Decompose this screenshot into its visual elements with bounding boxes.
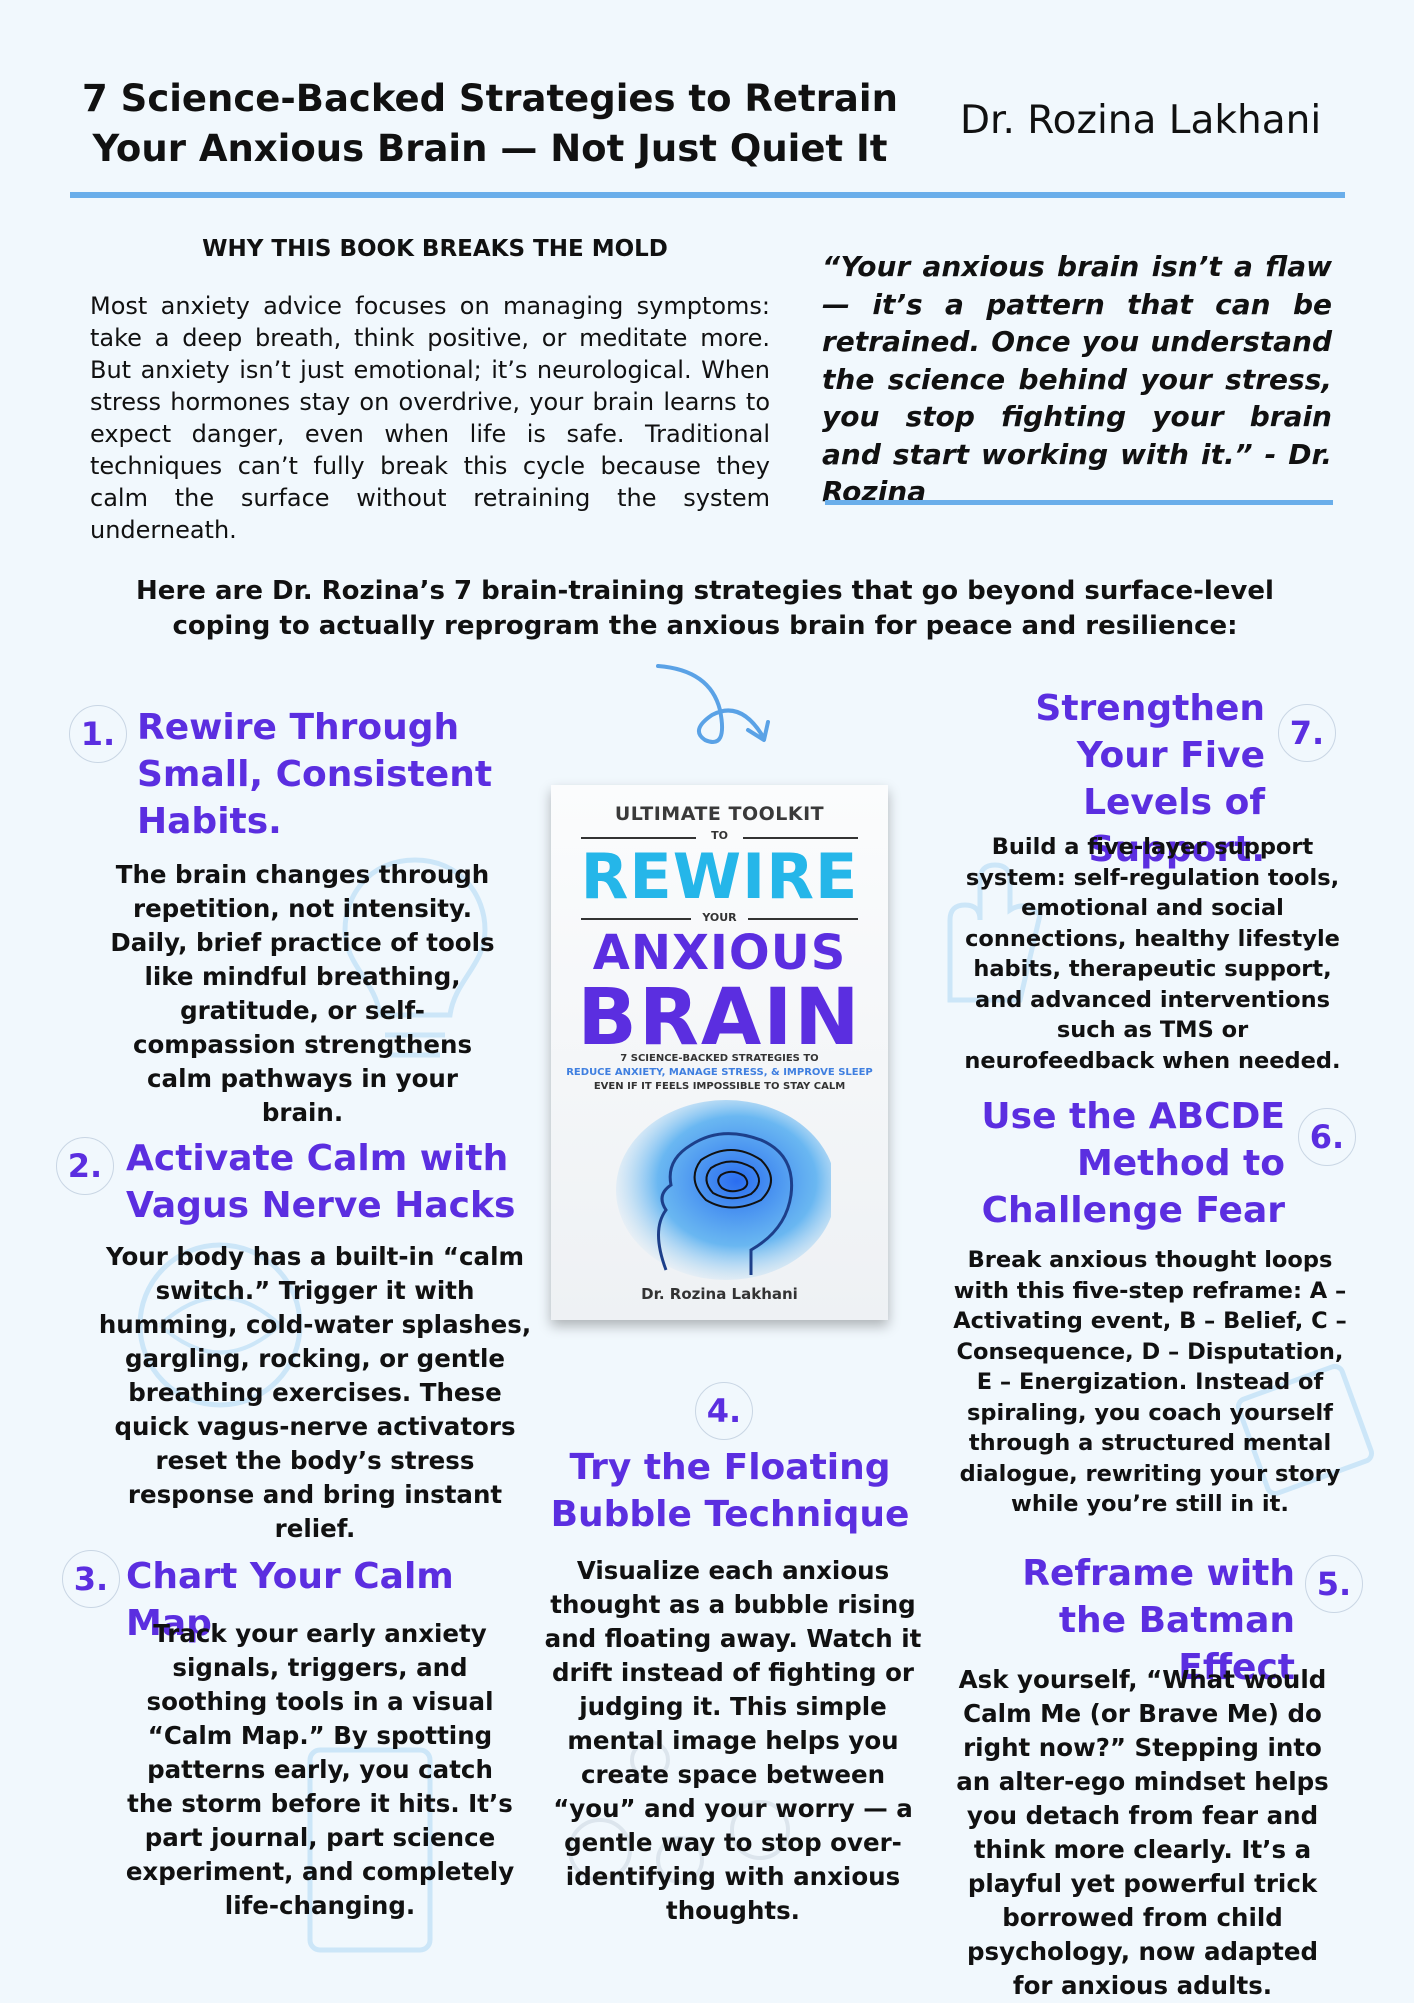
strategy-body-4: Visualize each anxious thought as a bubb… — [544, 1556, 922, 1925]
strategy-body-1: The brain changes through repetition, no… — [110, 860, 495, 1127]
strategy-body-2: Your body has a built-in “calm switch.” … — [98, 1242, 532, 1543]
strategy-number-5: 5. — [1305, 1555, 1363, 1613]
strategy-title-4: Try the Floating Bubble Technique — [550, 1447, 910, 1535]
strategy-body-7: Build a five-layer support system: self-… — [964, 834, 1341, 1074]
hand-icon — [947, 862, 1043, 1003]
header-divider — [70, 192, 1345, 198]
strategy-title-2: Activate Calm with Vagus Nerve Hacks — [126, 1138, 516, 1226]
strategy-title-1: Rewire Through Small, Consistent Habits. — [137, 707, 493, 842]
quote-divider — [825, 500, 1333, 505]
strategy-number-2: 2. — [56, 1137, 114, 1195]
brain-head-illustration — [616, 1100, 831, 1280]
book-cover: ULTIMATE TOOLKIT TO REWIRE YOUR ANXIOUS … — [551, 785, 888, 1320]
book-rule — [743, 837, 858, 839]
strategy-title-7: Strengthen Your Five Levels of Support. — [1035, 688, 1265, 870]
intro-text: Here are Dr. Rozina’s 7 brain-training s… — [136, 576, 1274, 641]
book-rule — [748, 918, 858, 920]
strategy-number-4: 4. — [695, 1382, 753, 1440]
book-anxious-label: ANXIOUS — [592, 925, 847, 981]
book-rewire-label: REWIRE — [580, 840, 859, 913]
book-stack-icon — [1235, 1363, 1375, 1497]
strategy-title-5: Reframe with the Batman Effect — [1022, 1553, 1295, 1688]
book-rule — [581, 837, 696, 839]
clipboard-icon — [307, 1747, 433, 1953]
pull-quote: “Your anxious brain isn’t a flaw — it’s … — [822, 250, 1332, 508]
book-subtitle-3: EVEN IF IT FEELS IMPOSSIBLE TO STAY CALM — [593, 1081, 846, 1092]
why-body: Most anxiety advice focuses on managing … — [90, 292, 770, 544]
strategy-body-3: Track your early anxiety signals, trigge… — [125, 1619, 515, 1920]
book-rule — [581, 918, 691, 920]
book-your-label: YOUR — [702, 911, 737, 924]
strategy-number-1: 1. — [69, 705, 127, 763]
strategy-title-6: Use the ABCDE Method to Challenge Fear — [981, 1096, 1285, 1231]
vagus-nerve-icon — [137, 1242, 303, 1408]
strategy-number-3: 3. — [62, 1550, 120, 1608]
why-heading: WHY THIS BOOK BREAKS THE MOLD — [202, 236, 668, 262]
strategy-body-5: Ask yourself, “What would Calm Me (or Br… — [956, 1665, 1329, 2000]
page-title: 7 Science-Backed Strategies to Retrain Y… — [82, 77, 898, 170]
strategy-title-3: Chart Your Calm Map — [126, 1556, 454, 1644]
lightbulb-icon — [342, 857, 488, 1058]
curved-arrow-icon — [656, 664, 770, 744]
author-name: Dr. Rozina Lakhani — [960, 98, 1322, 143]
book-subtitle-1: 7 SCIENCE-BACKED STRATEGIES TO — [620, 1053, 819, 1064]
bubbles-icon — [568, 1740, 790, 1884]
book-toolkit-label: ULTIMATE TOOLKIT — [614, 803, 825, 825]
book-author: Dr. Rozina Lakhani — [641, 1285, 798, 1303]
strategy-number-6: 6. — [1298, 1108, 1356, 1166]
book-to-label: TO — [711, 829, 728, 842]
book-subtitle-2: REDUCE ANXIETY, MANAGE STRESS, & IMPROVE… — [566, 1067, 873, 1078]
strategy-number-7: 7. — [1278, 704, 1336, 762]
book-brain-label: BRAIN — [577, 973, 862, 1063]
strategy-body-6: Break anxious thought loops with this fi… — [953, 1247, 1347, 1517]
